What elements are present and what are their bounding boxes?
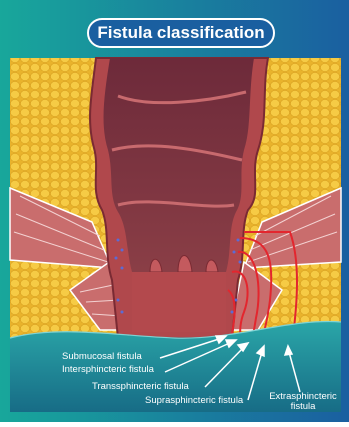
diagram-title: Fistula classification bbox=[87, 18, 275, 48]
label-extrasphincteric-line2: fistula bbox=[268, 402, 338, 412]
label-transsphincteric: Transsphincteric fistula bbox=[92, 382, 189, 392]
label-extrasphincteric: Extrasphincteric fistula bbox=[268, 392, 338, 412]
label-suprasphincteric: Suprasphincteric fistula bbox=[145, 396, 243, 406]
anal-canal bbox=[132, 272, 226, 332]
label-intersphincteric: Intersphincteric fistula bbox=[62, 365, 154, 375]
label-submucosal: Submucosal fistula bbox=[62, 352, 142, 362]
